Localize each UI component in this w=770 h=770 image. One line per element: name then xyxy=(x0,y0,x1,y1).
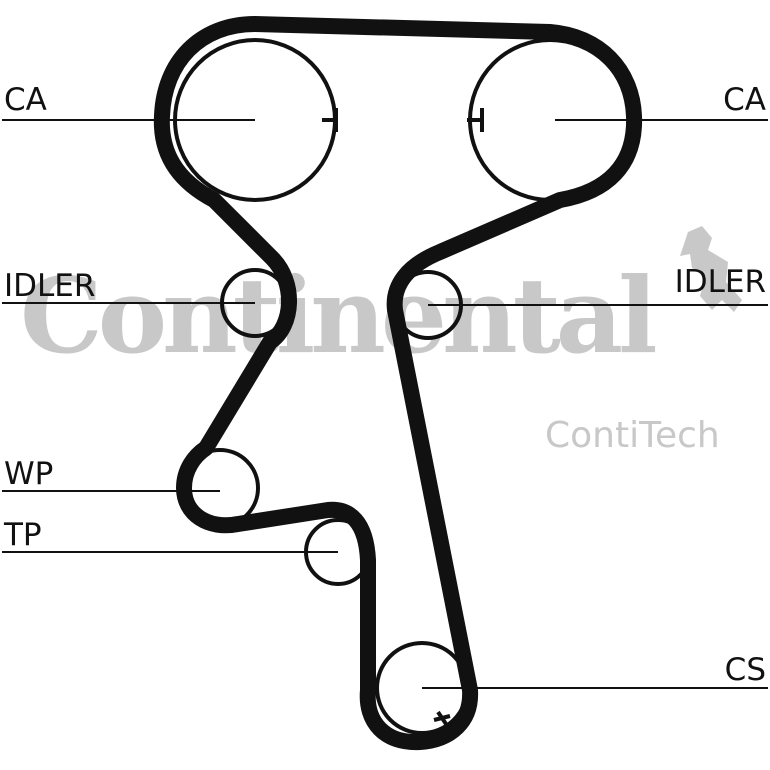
label-idler-left: IDLER xyxy=(4,268,95,304)
label-wp: WP xyxy=(4,456,53,492)
watermark-brand: Continental xyxy=(20,254,655,377)
watermark-sub-brand: ContiTech xyxy=(545,415,720,456)
component-labels: CA CA IDLER IDLER WP TP CS xyxy=(3,82,766,688)
water-pump-pulley xyxy=(180,448,260,528)
label-cs: CS xyxy=(725,652,766,688)
label-idler-right: IDLER xyxy=(675,264,766,300)
label-ca-left: CA xyxy=(4,82,47,118)
horse-logo-icon xyxy=(680,226,742,312)
timing-marks xyxy=(322,108,484,726)
timing-belt xyxy=(153,16,643,751)
leader-lines xyxy=(2,119,768,689)
label-ca-right: CA xyxy=(723,82,766,118)
watermark: Continental ContiTech xyxy=(20,226,742,456)
label-tp: TP xyxy=(3,517,42,553)
